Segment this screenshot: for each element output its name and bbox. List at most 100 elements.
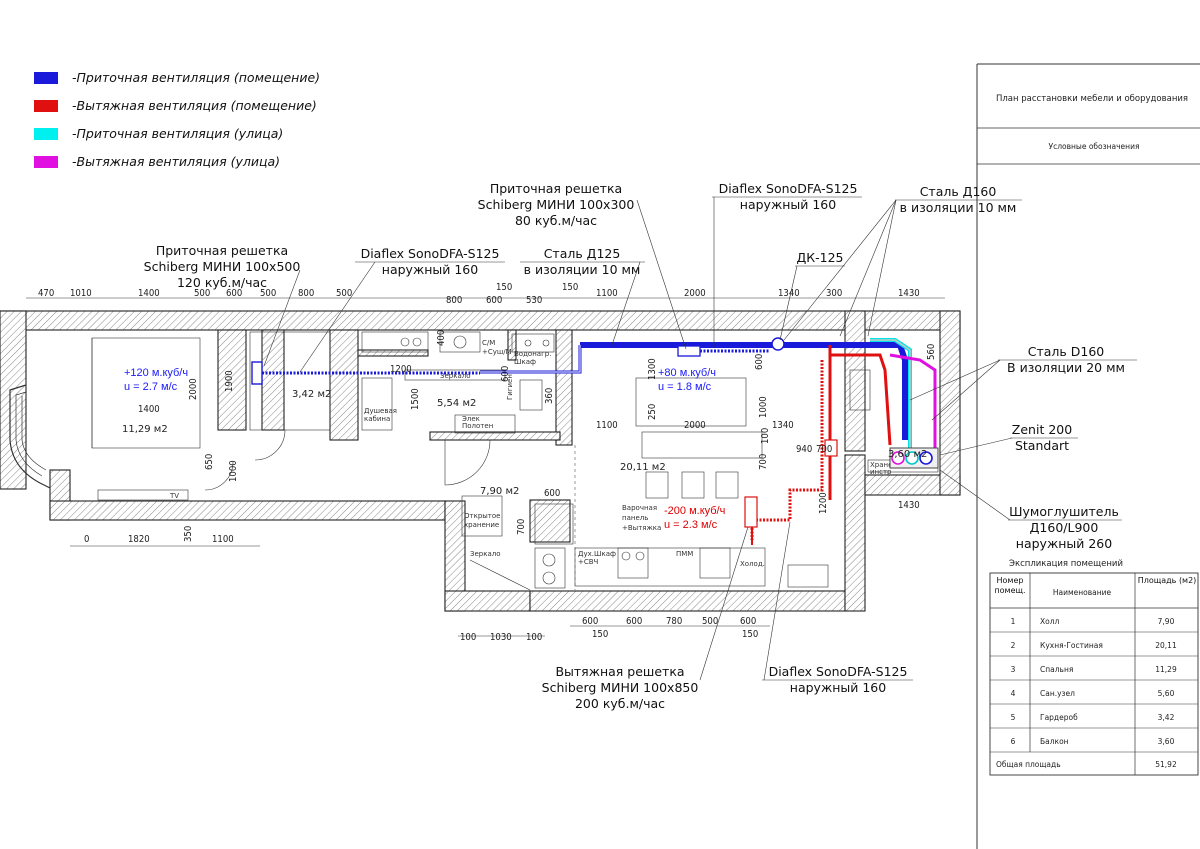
dim-bottom-left: 350: [183, 526, 194, 542]
dim-top: 470: [38, 288, 54, 299]
table-cell: 20,11: [1155, 641, 1177, 650]
flow-living-speed: u = 1.8 м/с: [658, 381, 712, 393]
flow-bedroom: +120 м.куб/ч: [124, 367, 188, 379]
washer-label: С/М: [482, 339, 495, 347]
legend-label: -Приточная вентиляция (улица): [72, 126, 283, 141]
dim-inner: 560: [926, 344, 937, 360]
callout-sono3-size: наружный 160: [790, 680, 886, 695]
shower-label-2: кабина: [364, 415, 390, 423]
dim-inner: 400: [436, 330, 447, 346]
callout-grille1: Приточная решетка: [156, 243, 288, 258]
dim-inner: 1000: [228, 460, 239, 482]
mirror2-label: Зеркало: [470, 550, 501, 558]
dim-inner: 100: [760, 428, 771, 444]
table-cell: Спальня: [1040, 665, 1073, 674]
dim-inner: 1340: [772, 420, 794, 431]
plan-subtitle: Условные обозначения: [1049, 142, 1140, 151]
dim-top: 150: [562, 282, 578, 293]
dim-bottom-mid: 100: [526, 632, 542, 643]
dim-bottom-left: 0: [84, 534, 89, 545]
dim-top: 800: [446, 295, 462, 306]
dim-inner: 600: [754, 354, 765, 370]
dim-top: 500: [336, 288, 352, 299]
callout-sono3: Diaflex SonoDFA-S125: [769, 664, 908, 679]
dim-inner: 1100: [596, 420, 618, 431]
shower-label: Душевая: [364, 407, 397, 415]
table-cell: Кухня-Гостиная: [1040, 641, 1103, 650]
dim-inner: 250: [647, 404, 658, 420]
dim-inner: 1000: [758, 396, 769, 418]
cooktop-label-3: +Вытяжка: [622, 524, 661, 532]
bay-window: [9, 384, 51, 489]
callout-grille2-flow: 80 куб.м/час: [515, 213, 597, 228]
dim-inner: 1900: [224, 370, 235, 392]
dim-top: 1340: [778, 288, 800, 299]
legend: -Приточная вентиляция (помещение) -Вытяж…: [34, 70, 320, 169]
callout-zenit-model: Standart: [1015, 438, 1069, 453]
callout-exhaust-flow: 200 куб.м/час: [575, 696, 665, 711]
callout-grille2: Приточная решетка: [490, 181, 622, 196]
plan-title: План расстановки мебели и оборудования: [996, 94, 1188, 104]
room-area-wardrobe: 3,42 м2: [292, 389, 331, 400]
legend-swatch-exhaust-street: [34, 156, 58, 168]
ducts: [251, 337, 939, 545]
room-areas: 11,29 м2 3,42 м2 5,54 м2 7,90 м2 20,11 м…: [122, 389, 927, 497]
explication-table: Экспликация помещений Номер помещ. Наиме…: [989, 559, 1199, 776]
table-total-value: 51,92: [1155, 760, 1177, 769]
callout-zenit: Zenit 200: [1012, 422, 1072, 437]
dim-bottom-mid: 1030: [490, 632, 512, 643]
table-cell: 3,60: [1158, 737, 1175, 746]
table-cell: Балкон: [1040, 737, 1069, 746]
dishwasher-label: ПММ: [676, 550, 693, 558]
dim-bottom-left: 1100: [212, 534, 234, 545]
dim-bottom-right: 600: [626, 616, 642, 627]
dim-inner: 360: [544, 388, 555, 404]
dim-inner: 1500: [410, 388, 421, 410]
table-cell: Гардероб: [1040, 713, 1078, 722]
legend-label: -Вытяжная вентиляция (улица): [72, 154, 280, 169]
callout-silencer-outer: наружный 260: [1016, 536, 1112, 551]
callout-sono2-size: наружный 160: [740, 197, 836, 212]
dim-inner: 1200: [390, 364, 412, 375]
table-cell: 11,29: [1155, 665, 1177, 674]
dim-top: 500: [194, 288, 210, 299]
legend-swatch-exhaust-room: [34, 100, 58, 112]
dim-top: 1010: [70, 288, 92, 299]
open-storage-label: Открытое: [464, 512, 500, 520]
room-area-bedroom: 11,29 м2: [122, 424, 168, 435]
dim-bottom-right: 780: [666, 616, 682, 627]
legend-label: -Вытяжная вентиляция (помещение): [72, 98, 317, 113]
dim-top: 1100: [596, 288, 618, 299]
cooktop-label: Варочная: [622, 504, 657, 512]
legend-label: -Приточная вентиляция (помещение): [72, 70, 320, 85]
dim-inner: 700: [516, 519, 527, 535]
dim-top: 1430: [898, 288, 920, 299]
callout-steel160b: Сталь D160: [1028, 344, 1105, 359]
dim-top: 2000: [684, 288, 706, 299]
flow-kitchen-speed: u = 2.3 м/с: [664, 519, 718, 531]
callout-grille2-model: Schiberg МИНИ 100x300: [478, 197, 635, 212]
dim-bottom-left: 1820: [128, 534, 150, 545]
dim-inner: 700: [758, 454, 769, 470]
table-header-name: Наименование: [1053, 588, 1112, 597]
table-cell: Холл: [1040, 617, 1060, 626]
dim-bottom-right: 500: [702, 616, 718, 627]
callout-steel160a-ins: в изоляции 10 мм: [900, 200, 1017, 215]
dim-bottom-mid: 100: [460, 632, 476, 643]
callout-exhaust-model: Schiberg МИНИ 100x850: [542, 680, 699, 695]
dim-bottom-right: 150: [742, 629, 758, 640]
boiler-label-2: Шкаф: [514, 358, 536, 366]
tv-label: TV: [169, 492, 179, 500]
table-header-area: Площадь (м2): [1137, 576, 1197, 585]
table-total-label: Общая площадь: [996, 760, 1061, 769]
shelf-label-2: Полотен: [462, 422, 493, 430]
dim-top: 600: [226, 288, 242, 299]
dim-top: 1400: [138, 288, 160, 299]
callout-grille1-model: Schiberg МИНИ 100x500: [144, 259, 301, 274]
room-area-bath: 5,54 м2: [437, 398, 476, 409]
table-cell: 1: [1011, 617, 1016, 626]
dim-inner: 2000: [684, 420, 706, 431]
room-area-living: 20,11 м2: [620, 462, 666, 473]
dim-inner: 1300: [647, 358, 658, 380]
